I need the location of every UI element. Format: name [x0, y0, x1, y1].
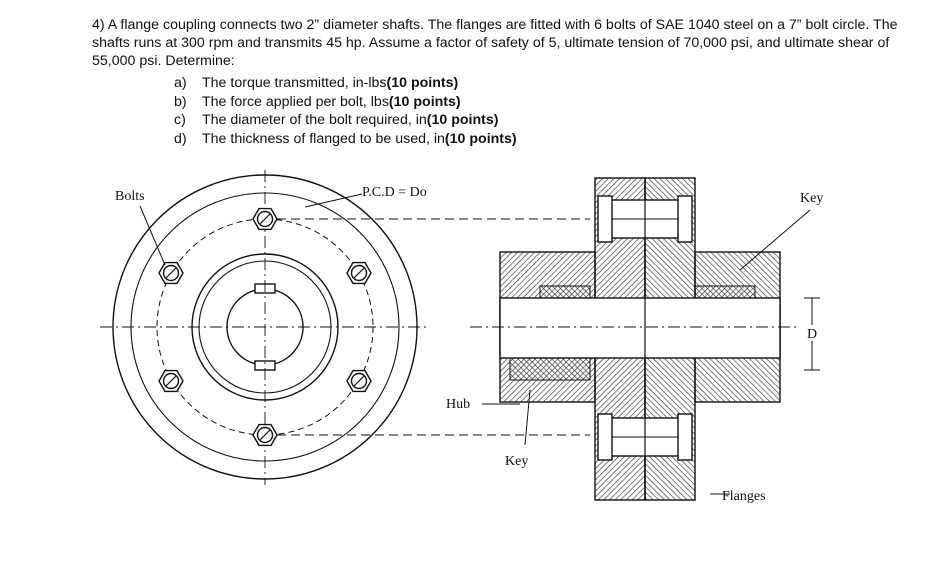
- part-label: c): [174, 112, 186, 128]
- bolts-leader: [139, 205, 166, 266]
- part-label: b): [174, 93, 187, 110]
- question-part-d: d) The thickness of flanged to be used, …: [174, 130, 517, 149]
- bolt-nut-icon: [346, 261, 372, 285]
- front-view: [100, 170, 590, 485]
- part-text: The force applied per bolt, lbs: [202, 93, 389, 110]
- question-part-a: a) The torque transmitted, in-lbs (10 po…: [174, 74, 517, 93]
- pcd-label: P.C.D = Do: [362, 185, 427, 200]
- part-label: a): [174, 75, 187, 91]
- dimension-label-bg: [805, 325, 819, 341]
- bolt-head: [597, 413, 613, 461]
- key-bottom-label: Key: [505, 454, 528, 469]
- key-top-label: Key: [800, 191, 823, 206]
- key-leader: [739, 209, 811, 271]
- part-label: d): [174, 130, 187, 147]
- problem-statement: 4) A flange coupling connects two 2” dia…: [92, 16, 912, 70]
- problem-text: 4) A flange coupling connects two 2” dia…: [92, 17, 898, 69]
- section-view: [470, 177, 820, 501]
- part-points: (10 points): [426, 112, 499, 128]
- question-parts: a) The torque transmitted, in-lbs (10 po…: [174, 74, 517, 148]
- part-points: (10 points): [444, 130, 517, 147]
- part-text: The torque transmitted, in-lbs: [202, 75, 387, 91]
- hub-label: Hub: [446, 397, 470, 412]
- part-points: (10 points): [388, 93, 461, 110]
- key-lower: [509, 357, 591, 381]
- bolt-nut-icon: [346, 369, 372, 393]
- key-right: [694, 285, 756, 299]
- question-part-b: b) The force applied per bolt, lbs (10 p…: [174, 93, 517, 112]
- bolt-nut-icon: [252, 207, 278, 231]
- pcd-leader: [304, 193, 363, 208]
- bolt-nut-icon: [158, 369, 184, 393]
- bolt-nut: [677, 195, 693, 243]
- bolt-head: [597, 195, 613, 243]
- flanges-label: Flanges: [722, 489, 766, 504]
- question-part-c: c) The diameter of the bolt required, in…: [174, 111, 517, 130]
- bolts-label: Bolts: [115, 189, 145, 204]
- bolt-nut: [677, 413, 693, 461]
- part-text: The thickness of flanged to be used, in: [202, 130, 445, 147]
- part-text: The diameter of the bolt required, in: [202, 112, 427, 128]
- part-points: (10 points): [386, 75, 459, 91]
- bolt-nut-icon: [252, 423, 278, 447]
- key-bottom-leader: [524, 389, 531, 446]
- shaft-bore: [499, 297, 781, 359]
- key-left: [539, 285, 591, 299]
- dimension-label: D: [807, 327, 817, 342]
- bolt-nut-icon: [158, 261, 184, 285]
